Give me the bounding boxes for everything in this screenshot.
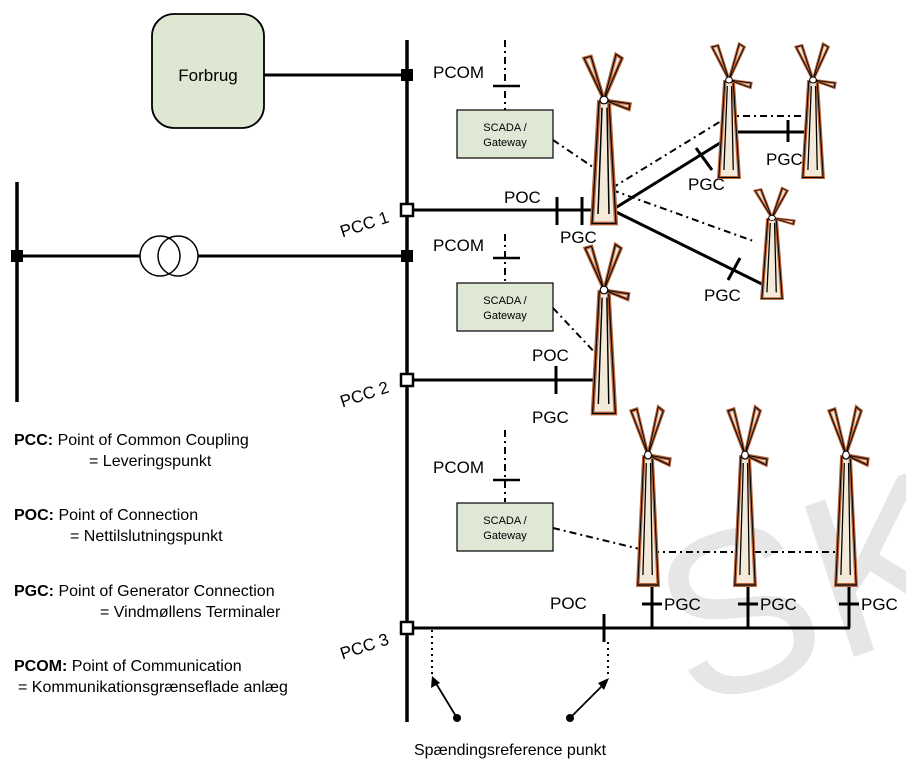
legend-poc: POC: Point of Connection = Nettilslutnin… (14, 505, 223, 547)
legend-pgc-name: Point of Generator Connection (58, 583, 275, 600)
collector-line (611, 208, 771, 290)
poc2-label: POC (532, 346, 569, 365)
legend-pcc: PCC: Point of Common Coupling = Levering… (14, 430, 249, 472)
pcom2-label: PCOM (433, 236, 484, 255)
scada2-line2: Gateway (483, 310, 527, 322)
voltage-ref-dotted (431, 630, 609, 678)
pcc3-node (399, 620, 415, 636)
pcc1-node (399, 202, 415, 218)
scada-gateway-2 (456, 282, 554, 332)
voltage-ref-switch-right (566, 678, 609, 722)
scada3-line2: Gateway (483, 530, 527, 542)
load-node (401, 69, 413, 81)
wind-turbine-icon (583, 242, 631, 416)
load-box (151, 13, 265, 129)
pgc-label: PGC (704, 286, 741, 305)
scada3-line1: SCADA / (483, 515, 527, 527)
wind-turbine-icon (582, 52, 632, 226)
watermark: SK (626, 417, 906, 756)
voltage-ref-switch-left (431, 676, 461, 722)
pgc1-label: PGC (560, 228, 597, 247)
pgc-marker (726, 257, 742, 281)
scada-gateway-1 (456, 109, 554, 159)
legend-pgc: PGC: Point of Generator Connection = Vin… (14, 581, 280, 623)
legend-pcc-abbr: PCC: (14, 432, 54, 449)
legend-pgc-definition: = Vindmøllens Terminaler (100, 604, 281, 621)
pcc3-label: PCC 3 (338, 630, 391, 664)
pgc3a-label: PGC (664, 595, 701, 614)
comm-link-plant3 (504, 430, 850, 553)
poc3-label: POC (550, 594, 587, 613)
legend-pcom-abbr: PCOM: (14, 658, 68, 675)
comm-link-plant1 (504, 40, 808, 243)
legend-poc-name: Point of Connection (58, 507, 199, 524)
legend-pcc-definition: = Leveringspunkt (89, 453, 212, 470)
pgc-label: PGC (688, 175, 725, 194)
legend-pcom-name: Point of Communication (71, 658, 242, 675)
legend-pcom-definition: = Kommunikationsgrænseflade anlæg (18, 679, 288, 696)
legend-poc-abbr: POC: (14, 507, 54, 524)
legend-pgc-abbr: PGC: (14, 583, 54, 600)
pgc2-label: PGC (532, 408, 569, 427)
scada1-line1: SCADA / (483, 122, 527, 134)
pgc-marker (694, 147, 714, 171)
scada1-line2: Gateway (483, 137, 527, 149)
voltage-ref-label: Spændingsreference punkt (414, 742, 607, 759)
legend-poc-definition: = Nettilslutningspunkt (70, 528, 223, 545)
pcc1-label: PCC 1 (338, 208, 391, 242)
poc1-label: POC (504, 188, 541, 207)
pgc-label: PGC (766, 150, 803, 169)
wind-turbine-icon (710, 42, 753, 180)
plant3-stubs (642, 585, 859, 628)
pcom3-label: PCOM (433, 458, 484, 477)
collector-line (611, 136, 729, 212)
pcom1-label: PCOM (433, 63, 484, 82)
transformer-symbol (139, 235, 199, 277)
pgc3c-label: PGC (861, 595, 898, 614)
scada-gateway-3 (456, 502, 554, 552)
scada2-line1: SCADA / (483, 295, 527, 307)
pcc2-label: PCC 2 (338, 378, 391, 412)
legend-pcom: PCOM: Point of Communication = Kommunika… (14, 656, 288, 698)
pcc2-node (399, 372, 415, 388)
load-label: Forbrug (178, 66, 238, 85)
legend-pcc-name: Point of Common Coupling (57, 432, 249, 449)
pgc3b-label: PGC (760, 595, 797, 614)
